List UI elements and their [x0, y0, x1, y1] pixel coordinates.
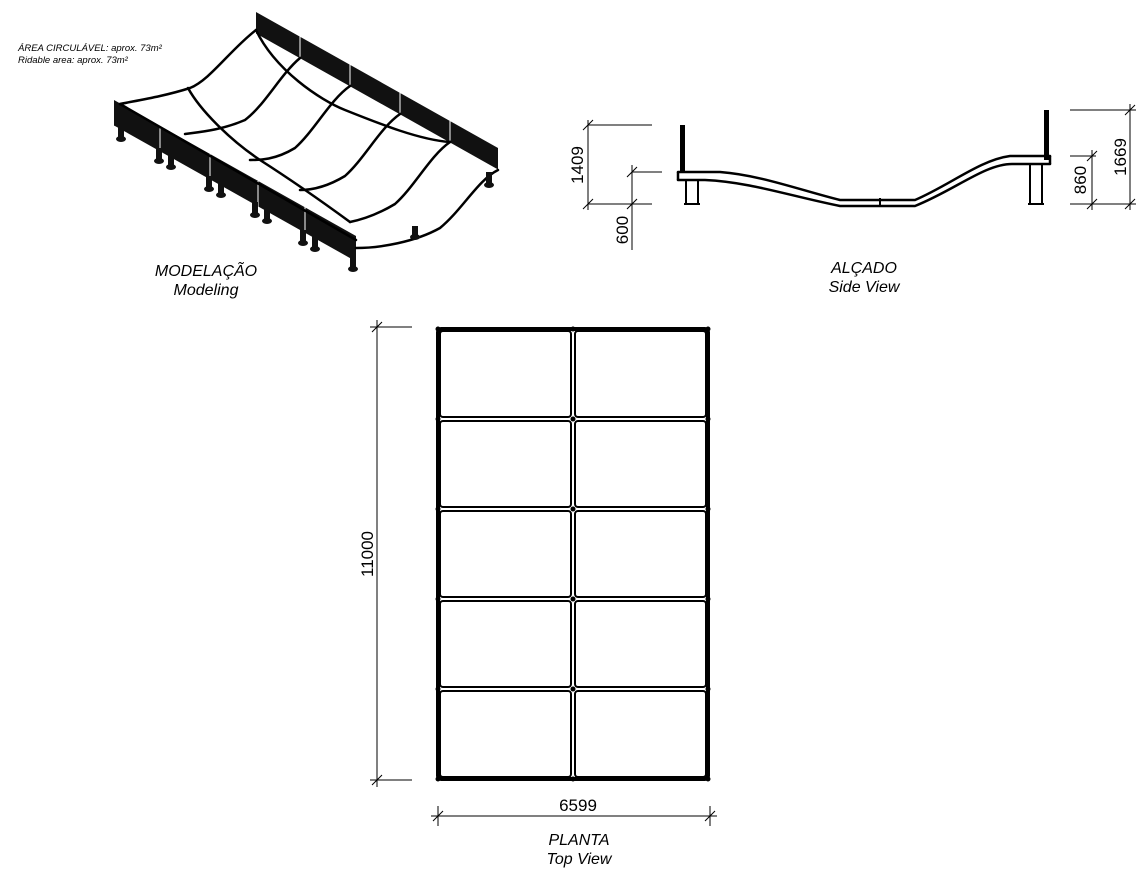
plan-joint [570, 596, 576, 602]
dim-right-low: 860 [1071, 166, 1090, 194]
plan-panel [439, 420, 572, 508]
area-note-en: Ridable area: aprox. 73m² [18, 55, 129, 66]
side-view-title-pt: ALÇADO [830, 260, 897, 277]
area-note-pt: ÁREA CIRCULÁVEL: aprox. 73m² [17, 43, 163, 54]
plan-joint [570, 776, 576, 782]
side-view-title-en: Side View [829, 279, 901, 296]
plan-panel [439, 330, 572, 418]
plan-panel [574, 600, 707, 688]
plan-frame [436, 327, 710, 781]
plan-joint [435, 506, 441, 512]
plan-joint [435, 686, 441, 692]
plan-joint [570, 506, 576, 512]
dim-left-low: 600 [613, 216, 632, 244]
plan-joint [435, 596, 441, 602]
plan-joint [435, 776, 441, 782]
top-view: 11000 6599 [358, 320, 717, 826]
left-post [680, 125, 685, 173]
dim-width: 6599 [559, 796, 597, 815]
plan-joint [705, 506, 711, 512]
plan-joint [570, 416, 576, 422]
modeling-title-pt: MODELAÇÃO [155, 261, 257, 280]
plan-panel [439, 510, 572, 598]
plan-panel [574, 330, 707, 418]
plan-joint [705, 416, 711, 422]
plan-joint [705, 326, 711, 332]
plan-joint [705, 596, 711, 602]
right-post [1044, 110, 1049, 160]
plan-panel [574, 510, 707, 598]
top-view-title-en: Top View [547, 851, 613, 868]
modeling-title-en: Modeling [174, 282, 239, 299]
side-view: 1409 600 860 1669 [568, 104, 1136, 250]
wave-surface [118, 28, 500, 250]
plan-joint [435, 416, 441, 422]
plan-panel [439, 600, 572, 688]
plan-joint [705, 686, 711, 692]
plan-panel [574, 420, 707, 508]
dim-left-height: 1409 [568, 146, 587, 184]
plan-panel [574, 690, 707, 778]
plan-joint [570, 686, 576, 692]
plan-joint [705, 776, 711, 782]
dim-right-height: 1669 [1111, 138, 1130, 176]
top-view-title-pt: PLANTA [548, 832, 609, 849]
plan-grid [435, 326, 711, 782]
back-wall [255, 12, 499, 171]
plan-panel [439, 690, 572, 778]
plan-joint [570, 326, 576, 332]
modeling-view [113, 12, 500, 272]
legs [116, 126, 494, 272]
plan-joint [435, 326, 441, 332]
dim-length: 11000 [358, 531, 377, 577]
